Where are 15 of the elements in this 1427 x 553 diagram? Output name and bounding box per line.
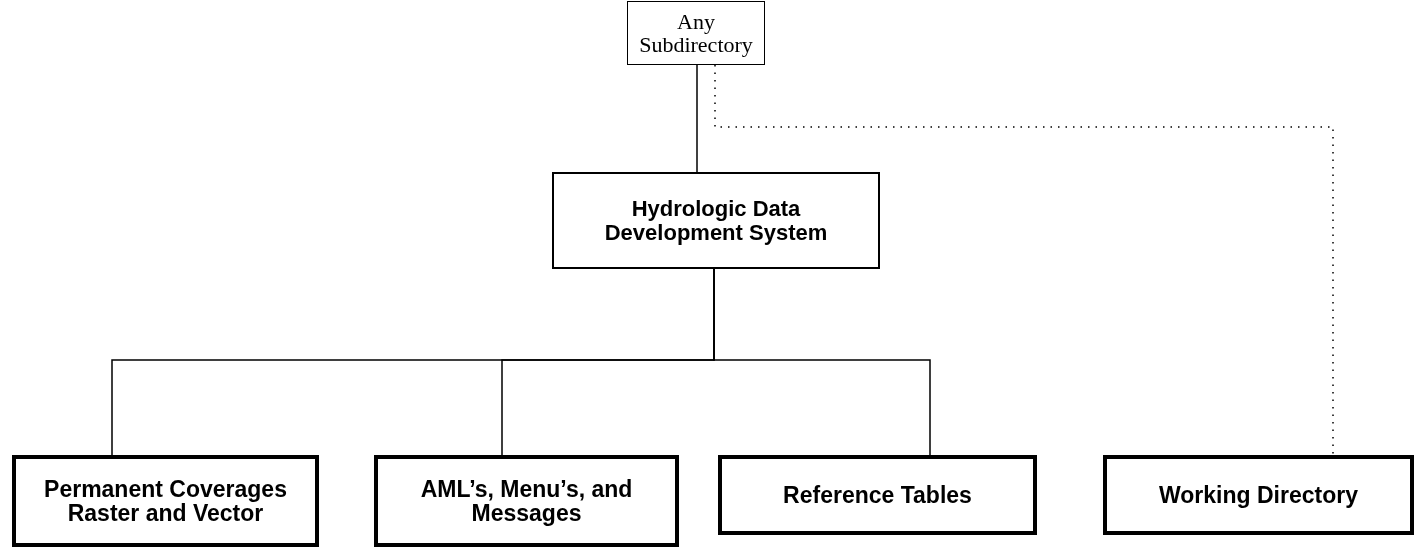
box [374,455,679,547]
box [718,455,1037,535]
box-label: Hydrologic Data Development System [603,197,829,244]
connector-line [696,64,698,173]
box-label: Working Directory [1159,482,1358,508]
box-label: AML’s, Menu’s, and Messages [419,476,634,526]
box [1103,455,1414,535]
box-label: Any Subdirectory [638,9,754,57]
box-label: Permanent Coverages Raster and Vector [43,476,288,526]
box-label: Reference Tables [783,482,972,508]
dotted-connector [714,64,1334,456]
box [12,455,319,547]
box [552,172,880,269]
connector-line [713,268,931,456]
box [627,1,765,65]
